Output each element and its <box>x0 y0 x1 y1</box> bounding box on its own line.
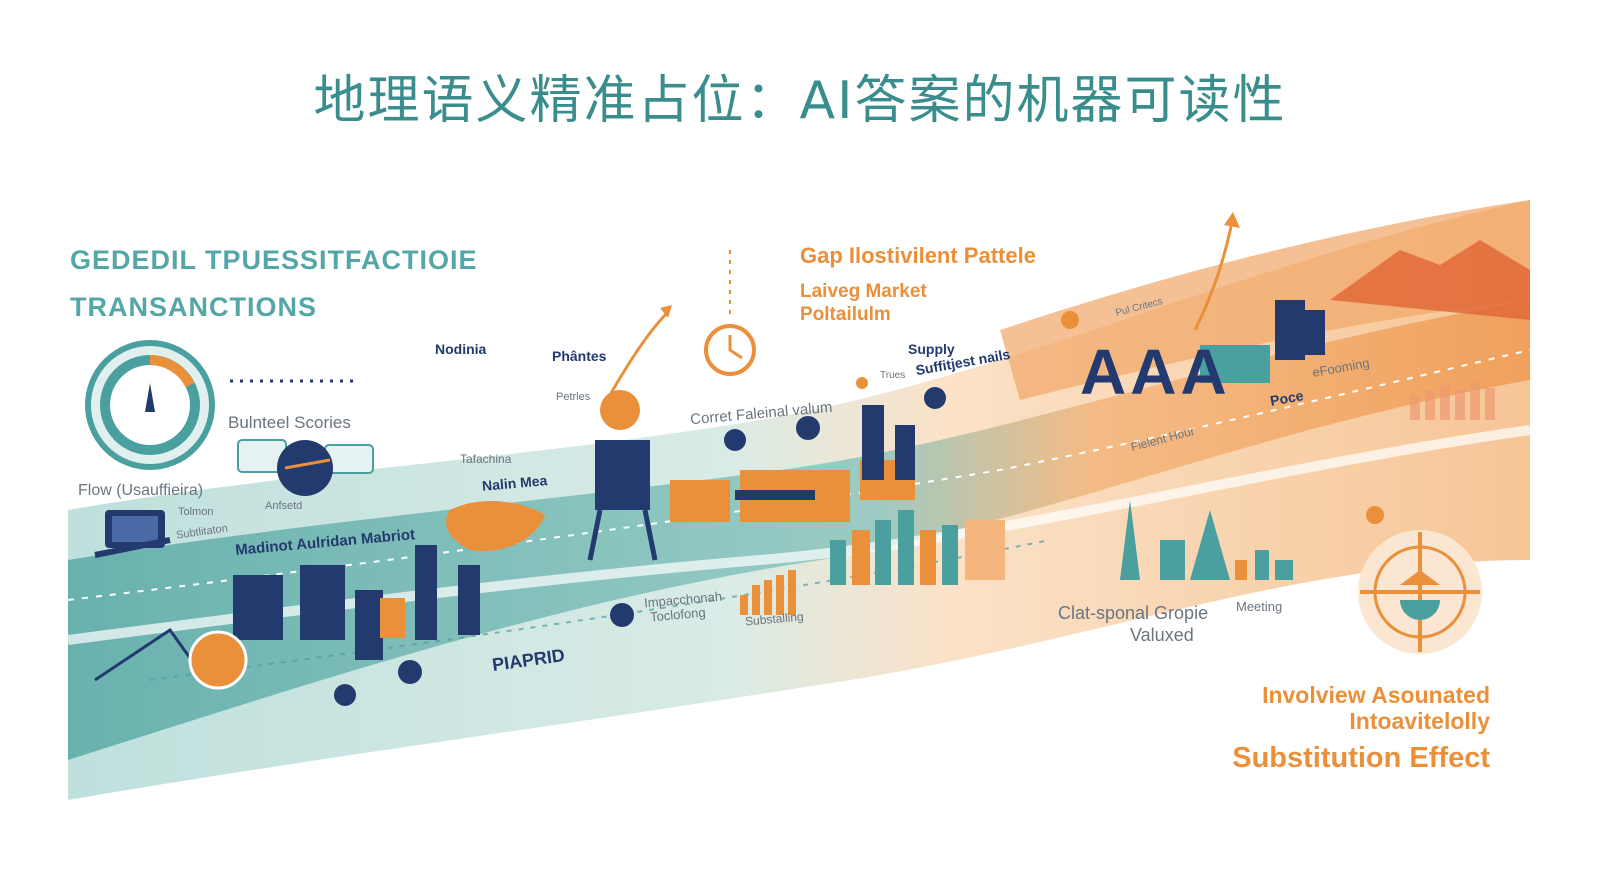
orange-top-band <box>1000 200 1530 400</box>
trend-line <box>94 627 197 682</box>
label-tolmon: Tolmon <box>178 506 214 518</box>
label-bulnteel-scores: Bulnteel Scories <box>228 413 351 432</box>
label-clat-line-1: Clat-sponal Gropie <box>1058 603 1209 623</box>
label-meeting: Meeting <box>1236 599 1283 614</box>
gap-title: Gap Ilostivilent Pattele <box>800 243 1036 268</box>
label-supply: Supply <box>908 341 955 357</box>
map-shape <box>446 500 545 551</box>
right-bars <box>1410 382 1495 420</box>
card-icon <box>237 439 374 496</box>
aaa-glyphs: AAA <box>1080 336 1231 408</box>
label-trues: Trues <box>880 370 906 381</box>
label-petrles: Petrles <box>556 391 591 403</box>
sun-icon <box>600 390 640 430</box>
label-anfsetd: Anfsetd <box>265 500 303 512</box>
substitution-effect: Substitution Effect <box>1232 742 1490 774</box>
orange-coin-icon <box>188 630 248 690</box>
city-buildings-left <box>233 545 480 660</box>
label-flow: Flow (Usauffieira) <box>78 482 204 499</box>
involview-line-2: Intoavitelolly <box>1349 708 1490 734</box>
light-wave <box>67 425 1531 645</box>
label-clat-line-2: Valuxed <box>1130 625 1194 645</box>
growth-arrow <box>1193 221 1234 331</box>
page-title: 地理语义精准占位：AI答案的机器可读性 <box>313 71 1287 131</box>
bar-chart-icon <box>740 570 796 615</box>
city-buildings-mid <box>830 510 1005 585</box>
teal-flow-band <box>68 300 1530 760</box>
involview-line-1: Involview Asounated <box>1262 682 1490 708</box>
target-icon <box>1358 530 1482 654</box>
tall-buildings-center <box>862 405 915 480</box>
label-tafachina: Tafachina <box>460 452 512 466</box>
orange-dots <box>856 311 1384 524</box>
navy-dots <box>334 387 946 706</box>
heading-left-1: GEDEDIL TPUESSITFACTIOIE <box>70 245 478 275</box>
tablet-icon <box>94 510 171 558</box>
label-nodinia: Nodinia <box>435 341 487 357</box>
gap-line-2: Poltailulm <box>800 304 891 325</box>
up-arrow <box>608 310 670 396</box>
clock-icon <box>704 324 756 376</box>
gap-line-1: Laiveg Market <box>800 281 927 302</box>
truck-icon <box>670 460 915 522</box>
heading-left-2: TRANSANCTIONS <box>70 292 317 322</box>
gauge-icon <box>85 340 215 470</box>
tower-building <box>587 440 658 561</box>
skyline-right <box>1120 500 1293 580</box>
label-phantes: Phântes <box>552 348 607 364</box>
mountain-shape <box>1330 240 1530 320</box>
city-buildings-right <box>1200 300 1325 383</box>
